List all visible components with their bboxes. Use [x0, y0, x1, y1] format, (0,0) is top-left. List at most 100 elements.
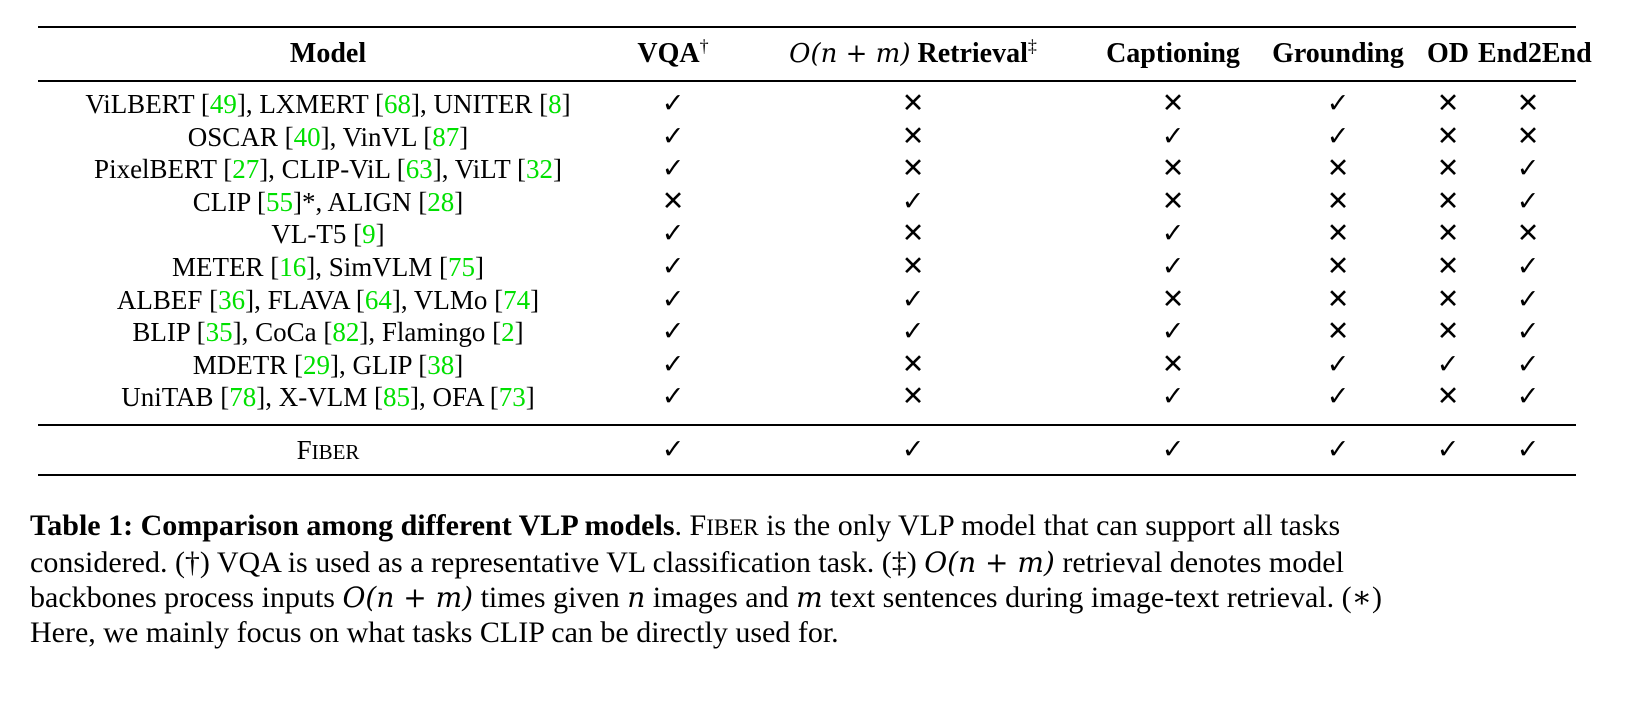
citation-link[interactable]: 38	[427, 349, 455, 380]
citation-link[interactable]: 35	[205, 317, 233, 348]
citation-link[interactable]: 8	[548, 89, 562, 119]
model-name-text: BLIP [	[132, 317, 206, 348]
citation-link[interactable]: 16	[279, 252, 307, 282]
citation-link[interactable]: 2	[501, 317, 515, 348]
citation-link[interactable]: 28	[427, 186, 455, 217]
citation-link[interactable]: 68	[383, 89, 411, 119]
model-name-text: CLIP [	[192, 186, 266, 217]
model-name-text: ], UNITER [	[410, 89, 549, 119]
end2end-mark: ✓	[1516, 153, 1540, 185]
model-name-text: MDETR [	[192, 349, 303, 380]
header-vqa-dagger: †	[699, 36, 709, 56]
end2end-mark: ✓	[1516, 381, 1540, 413]
citation-link[interactable]: 73	[498, 382, 526, 413]
citation-link[interactable]: 75	[448, 252, 475, 282]
citation-link[interactable]: 87	[432, 121, 460, 152]
caption-line-2-math: O(n + m)	[924, 546, 1055, 579]
end2end-mark: ✕	[1516, 218, 1540, 250]
header-vqa: VQA†	[618, 28, 728, 80]
model-name-text: ], FLAVA [	[245, 284, 365, 315]
vqa-mark: ✓	[661, 251, 685, 282]
fiber-vqa-mark: ✓	[661, 434, 685, 465]
caption-period: .	[674, 509, 690, 542]
retrieval-mark: ✕	[901, 218, 925, 250]
fiber-first-letter: F	[296, 435, 312, 465]
table-row: BLIP [35], CoCa [82], Flamingo [2]✓✓✓✕✕✓	[38, 315, 1576, 349]
citation-link[interactable]: 40	[293, 121, 321, 152]
model-name-cell: VL-T5 [9]	[38, 217, 618, 251]
vqa-mark: ✓	[661, 381, 685, 413]
caption-line-3-b: times given	[473, 581, 628, 614]
citation-link[interactable]: 63	[405, 154, 433, 185]
model-name-text: ]	[475, 252, 484, 282]
model-name-text: ALBEF [	[116, 284, 219, 315]
caption-line-3: backbones process inputs O(n + m) times …	[30, 580, 1610, 615]
table-header-rule	[38, 80, 1576, 82]
citation-link[interactable]: 29	[303, 349, 330, 380]
model-name-text: ]	[459, 121, 469, 152]
retrieval-mark: ✓	[901, 185, 925, 217]
fiber-end2end-mark: ✓	[1516, 434, 1540, 465]
table-row: CLIP [55]*, ALIGN [28]✕✓✕✕✕✓	[38, 185, 1576, 219]
fiber-retrieval-mark: ✓	[901, 434, 925, 465]
fiber-rest-letters: IBER	[311, 440, 360, 464]
fiber-captioning-mark: ✓	[1161, 434, 1185, 465]
model-name-text: METER [	[172, 252, 280, 282]
citation-link[interactable]: 64	[364, 284, 392, 315]
grounding-mark: ✕	[1326, 316, 1350, 348]
captioning-mark: ✕	[1161, 348, 1185, 380]
citation-link[interactable]: 36	[218, 284, 246, 315]
caption-line-3-m: m	[796, 581, 823, 614]
grounding-mark: ✕	[1326, 153, 1350, 185]
model-name-text: PixelBERT [	[94, 154, 233, 185]
captioning-mark: ✕	[1161, 88, 1185, 119]
end2end-mark: ✓	[1516, 348, 1540, 380]
citation-link[interactable]: 78	[229, 382, 257, 413]
table-row: MDETR [29], GLIP [38]✓✕✕✓✓✓	[38, 348, 1576, 382]
citation-link[interactable]: 49	[209, 89, 237, 119]
captioning-mark: ✕	[1161, 283, 1185, 315]
captioning-mark: ✓	[1161, 218, 1185, 250]
citation-link[interactable]: 27	[232, 154, 260, 185]
caption-line-3-math: O(n + m)	[342, 581, 474, 614]
citation-link[interactable]: 9	[362, 219, 376, 250]
citation-link[interactable]: 85	[383, 382, 411, 413]
vqa-mark: ✓	[661, 153, 685, 185]
citation-link[interactable]: 74	[503, 284, 531, 315]
captioning-mark: ✓	[1161, 251, 1185, 282]
model-name-text: ], OFA [	[410, 382, 499, 413]
captioning-mark: ✓	[1161, 381, 1185, 413]
header-grounding: Grounding	[1272, 38, 1404, 69]
table-row-fiber: FIBER ✓ ✓ ✓ ✓ ✓ ✓	[38, 430, 1576, 470]
caption-line-3-n: n	[627, 581, 646, 614]
model-name-text: ], GLIP [	[330, 349, 428, 380]
od-mark: ✕	[1436, 88, 1460, 119]
citation-link[interactable]: 55	[266, 186, 293, 217]
model-name-text: ], VLMo [	[391, 284, 504, 315]
header-retrieval: O(n + m) Retrieval‡	[738, 28, 1088, 80]
model-name-text: ], ViLT [	[432, 154, 526, 185]
od-mark: ✕	[1436, 283, 1460, 315]
model-name-cell: ViLBERT [49], LXMERT [68], UNITER [8]	[38, 87, 618, 121]
model-name-text: VL-T5 [	[271, 219, 363, 250]
retrieval-mark: ✕	[901, 120, 925, 152]
model-name-cell: CLIP [55]*, ALIGN [28]	[38, 185, 618, 219]
retrieval-mark: ✕	[901, 88, 925, 119]
model-name-text: ], VinVL [	[320, 121, 433, 152]
grounding-mark: ✕	[1326, 251, 1350, 282]
end2end-mark: ✕	[1516, 88, 1540, 119]
model-name-text: ViLBERT [	[85, 89, 210, 119]
header-vqa-label: VQA	[637, 38, 700, 69]
od-mark: ✕	[1436, 120, 1460, 152]
retrieval-mark: ✕	[901, 153, 925, 185]
citation-link[interactable]: 82	[332, 317, 360, 348]
header-captioning: Captioning	[1106, 38, 1240, 69]
table-row: VL-T5 [9]✓✕✓✕✕✕	[38, 217, 1576, 251]
caption-line-3-a: backbones process inputs	[30, 581, 343, 614]
table-mid-rule	[38, 424, 1576, 426]
end2end-mark: ✓	[1516, 185, 1540, 217]
model-name-text: ], LXMERT [	[236, 89, 384, 119]
caption-label: Table 1: Comparison among different VLP …	[30, 509, 675, 542]
retrieval-mark: ✓	[901, 283, 925, 315]
citation-link[interactable]: 32	[525, 154, 553, 185]
